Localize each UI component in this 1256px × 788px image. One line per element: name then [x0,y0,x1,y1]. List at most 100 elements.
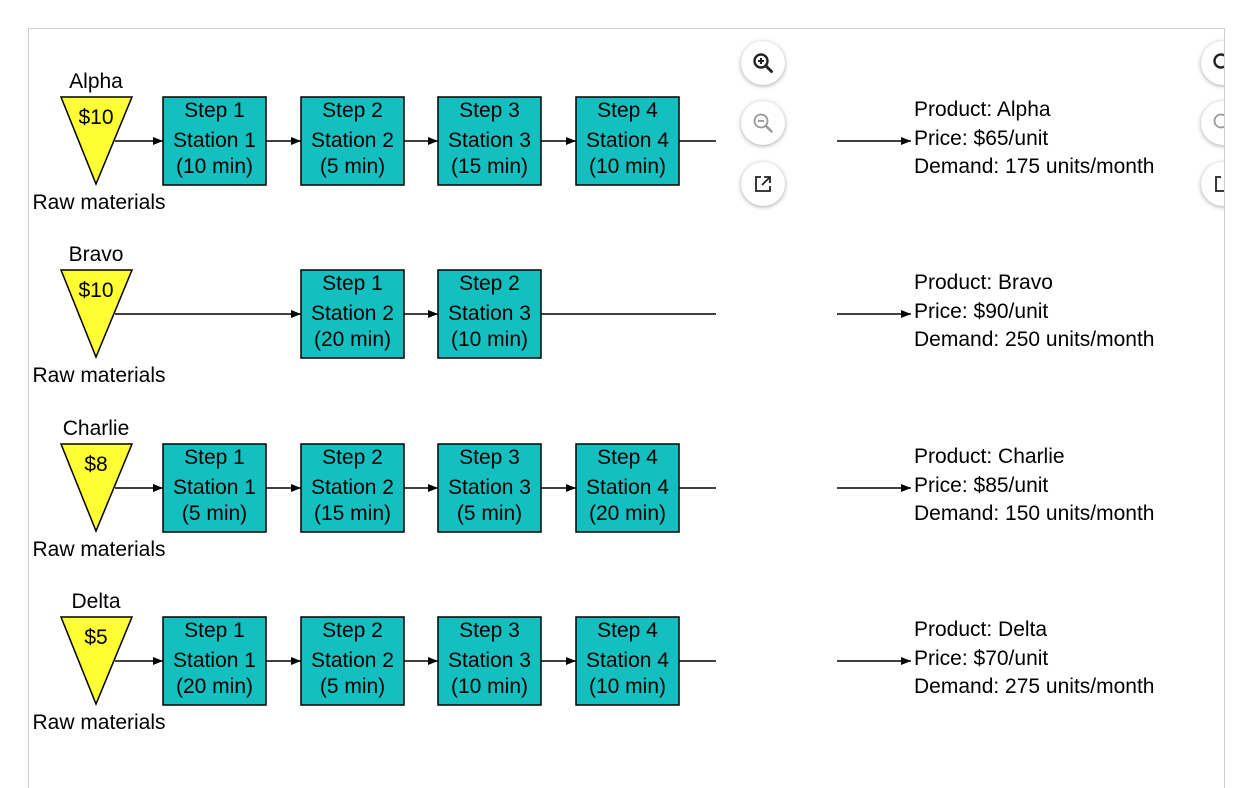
product-info-demand: Demand: 275 units/month [914,675,1154,698]
material-cost-label: $5 [84,626,107,649]
step-time-label: (10 min) [176,155,253,178]
step-time-label: (10 min) [451,675,528,698]
station-label: Station 4 [586,649,669,672]
product-info-price: Price: $85/unit [914,474,1048,497]
station-box [437,443,542,533]
product-name-label: Bravo [69,243,124,266]
step-label: Step 3 [459,99,520,122]
station-box [575,443,680,533]
raw-materials-label: Raw materials [32,711,165,734]
station-box [437,96,542,186]
step-time-label: (5 min) [320,675,385,698]
station-box [300,96,405,186]
raw-materials-label: Raw materials [32,538,165,561]
step-label: Step 4 [597,446,658,469]
product-info-name: Product: Alpha [914,98,1051,121]
station-label: Station 4 [586,476,669,499]
raw-materials-label: Raw materials [32,191,165,214]
step-label: Step 1 [184,99,245,122]
product-name-label: Alpha [69,70,123,93]
process-step-box: Step 2 Station 2 (15 min) [300,443,405,533]
material-cost-label: $8 [84,453,107,476]
material-cost-label: $10 [78,106,113,129]
station-box [300,443,405,533]
station-label: Station 1 [173,129,256,152]
station-label: Station 3 [448,129,531,152]
step-time-label: (10 min) [451,328,528,351]
step-label: Step 4 [597,619,658,642]
process-step-box: Step 2 Station 2 (5 min) [300,96,405,186]
step-time-label: (20 min) [589,502,666,525]
station-label: Station 2 [311,129,394,152]
product-name-label: Delta [71,590,120,613]
product-info-price: Price: $70/unit [914,647,1048,670]
process-step-box: Step 2 Station 3 (10 min) [437,269,542,359]
step-label: Step 3 [459,619,520,642]
station-box [162,96,267,186]
step-label: Step 2 [322,446,383,469]
step-label: Step 3 [459,446,520,469]
step-time-label: (5 min) [457,502,522,525]
zoom-in-button-secondary[interactable] [1201,41,1224,85]
step-label: Step 1 [184,619,245,642]
raw-materials-label: Raw materials [32,364,165,387]
station-label: Station 3 [448,302,531,325]
process-step-box: Step 3 Station 3 (10 min) [437,616,542,706]
process-step-box: Step 4 Station 4 (10 min) [575,616,680,706]
step-label: Step 2 [322,99,383,122]
product-name-label: Charlie [63,417,130,440]
zoom-in-icon [753,53,773,73]
raw-material-triangle [59,616,134,706]
zoom-out-button[interactable] [741,101,785,145]
step-time-label: (5 min) [182,502,247,525]
station-box [162,443,267,533]
station-box [437,269,542,359]
station-label: Station 1 [173,649,256,672]
process-step-box: Step 3 Station 3 (5 min) [437,443,542,533]
station-label: Station 2 [311,302,394,325]
step-label: Step 1 [322,272,383,295]
station-box [300,616,405,706]
station-box [575,96,680,186]
raw-material-triangle [59,96,134,186]
material-cost-label: $10 [78,279,113,302]
open-external-button[interactable] [741,162,785,206]
zoom-in-button[interactable] [741,41,785,85]
product-info-price: Price: $90/unit [914,300,1048,323]
external-link-icon [1215,176,1224,192]
product-info-name: Product: Delta [914,618,1047,641]
station-box [437,616,542,706]
raw-material-triangle [59,443,134,533]
step-time-label: (5 min) [320,155,385,178]
zoom-out-icon [1213,113,1224,129]
product-info-name: Product: Charlie [914,445,1065,468]
step-label: Step 4 [597,99,658,122]
raw-material-triangle [59,269,134,359]
step-time-label: (10 min) [589,675,666,698]
station-box [575,616,680,706]
step-time-label: (15 min) [314,502,391,525]
station-label: Station 3 [448,649,531,672]
step-label: Step 2 [459,272,520,295]
product-info-demand: Demand: 175 units/month [914,155,1154,178]
station-label: Station 1 [173,476,256,499]
step-time-label: (20 min) [314,328,391,351]
process-step-box: Step 4 Station 4 (20 min) [575,443,680,533]
open-external-button-secondary[interactable] [1201,162,1224,206]
step-time-label: (20 min) [176,675,253,698]
station-label: Station 2 [311,476,394,499]
zoom-out-button-secondary[interactable] [1201,101,1224,145]
station-label: Station 3 [448,476,531,499]
station-label: Station 4 [586,129,669,152]
external-link-icon [755,176,771,192]
